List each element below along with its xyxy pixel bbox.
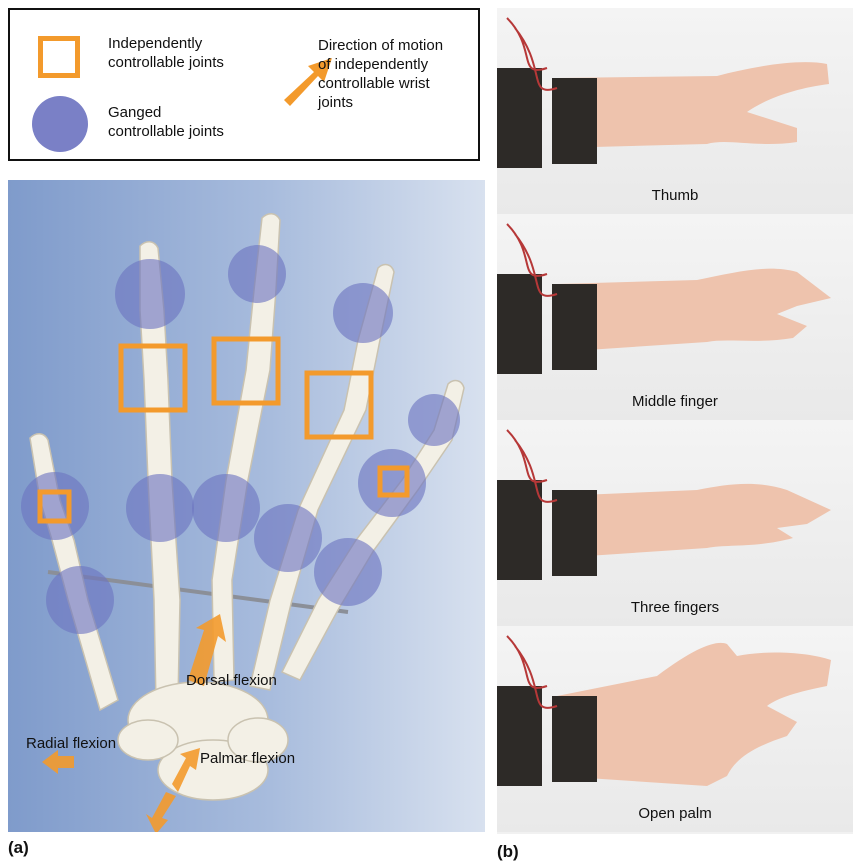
ganged-joint-circle bbox=[358, 449, 426, 517]
panel-b-label: (b) bbox=[497, 842, 519, 862]
legend-ganged-label: Ganged controllable joints bbox=[108, 103, 224, 141]
ganged-joint-circle bbox=[333, 283, 393, 343]
hand-photo-image bbox=[497, 8, 853, 214]
palmar-flexion-arrow-down bbox=[146, 792, 176, 832]
ganged-joint-circle-icon bbox=[32, 96, 88, 152]
photo-thumb: Thumb bbox=[497, 8, 853, 214]
ganged-joint-circle bbox=[21, 472, 89, 540]
ganged-joint-circle bbox=[228, 245, 286, 303]
legend-independent-label: Independently controllable joints bbox=[108, 34, 224, 72]
caption-middle-finger: Middle finger bbox=[497, 393, 853, 410]
ganged-joint-circle bbox=[126, 474, 194, 542]
caption-thumb: Thumb bbox=[497, 187, 853, 204]
photo-open-palm: Open palm bbox=[497, 626, 853, 832]
hand-photos-panel: Thumb Middle finger Three fingers Open p… bbox=[497, 8, 853, 834]
dorsal-flexion-label: Dorsal flexion bbox=[186, 672, 277, 689]
hand-photo-image bbox=[497, 214, 853, 420]
hand-photo-image bbox=[497, 626, 853, 832]
legend-direction-label: Direction of motion of independently con… bbox=[318, 36, 443, 112]
panel-a-label: (a) bbox=[8, 838, 29, 858]
photo-three-fingers: Three fingers bbox=[497, 420, 853, 626]
skeleton-hand-panel: Dorsal flexion Radial flexion Palmar fle… bbox=[8, 180, 485, 832]
palmar-flexion-label: Palmar flexion bbox=[200, 750, 295, 767]
radial-flexion-arrow bbox=[42, 750, 74, 774]
independent-joint-square-icon bbox=[38, 36, 80, 78]
ganged-joint-circle bbox=[314, 538, 382, 606]
hand-photo-image bbox=[497, 420, 853, 626]
radial-flexion-label: Radial flexion bbox=[26, 735, 116, 752]
ganged-joint-circle bbox=[254, 504, 322, 572]
ganged-joint-circle bbox=[408, 394, 460, 446]
photo-middle-finger: Middle finger bbox=[497, 214, 853, 420]
legend-box: Independently controllable joints Ganged… bbox=[8, 8, 480, 161]
ganged-joint-circle bbox=[192, 474, 260, 542]
caption-open-palm: Open palm bbox=[497, 805, 853, 822]
caption-three-fingers: Three fingers bbox=[497, 599, 853, 616]
ganged-joint-circle bbox=[46, 566, 114, 634]
ganged-joint-circle bbox=[115, 259, 185, 329]
